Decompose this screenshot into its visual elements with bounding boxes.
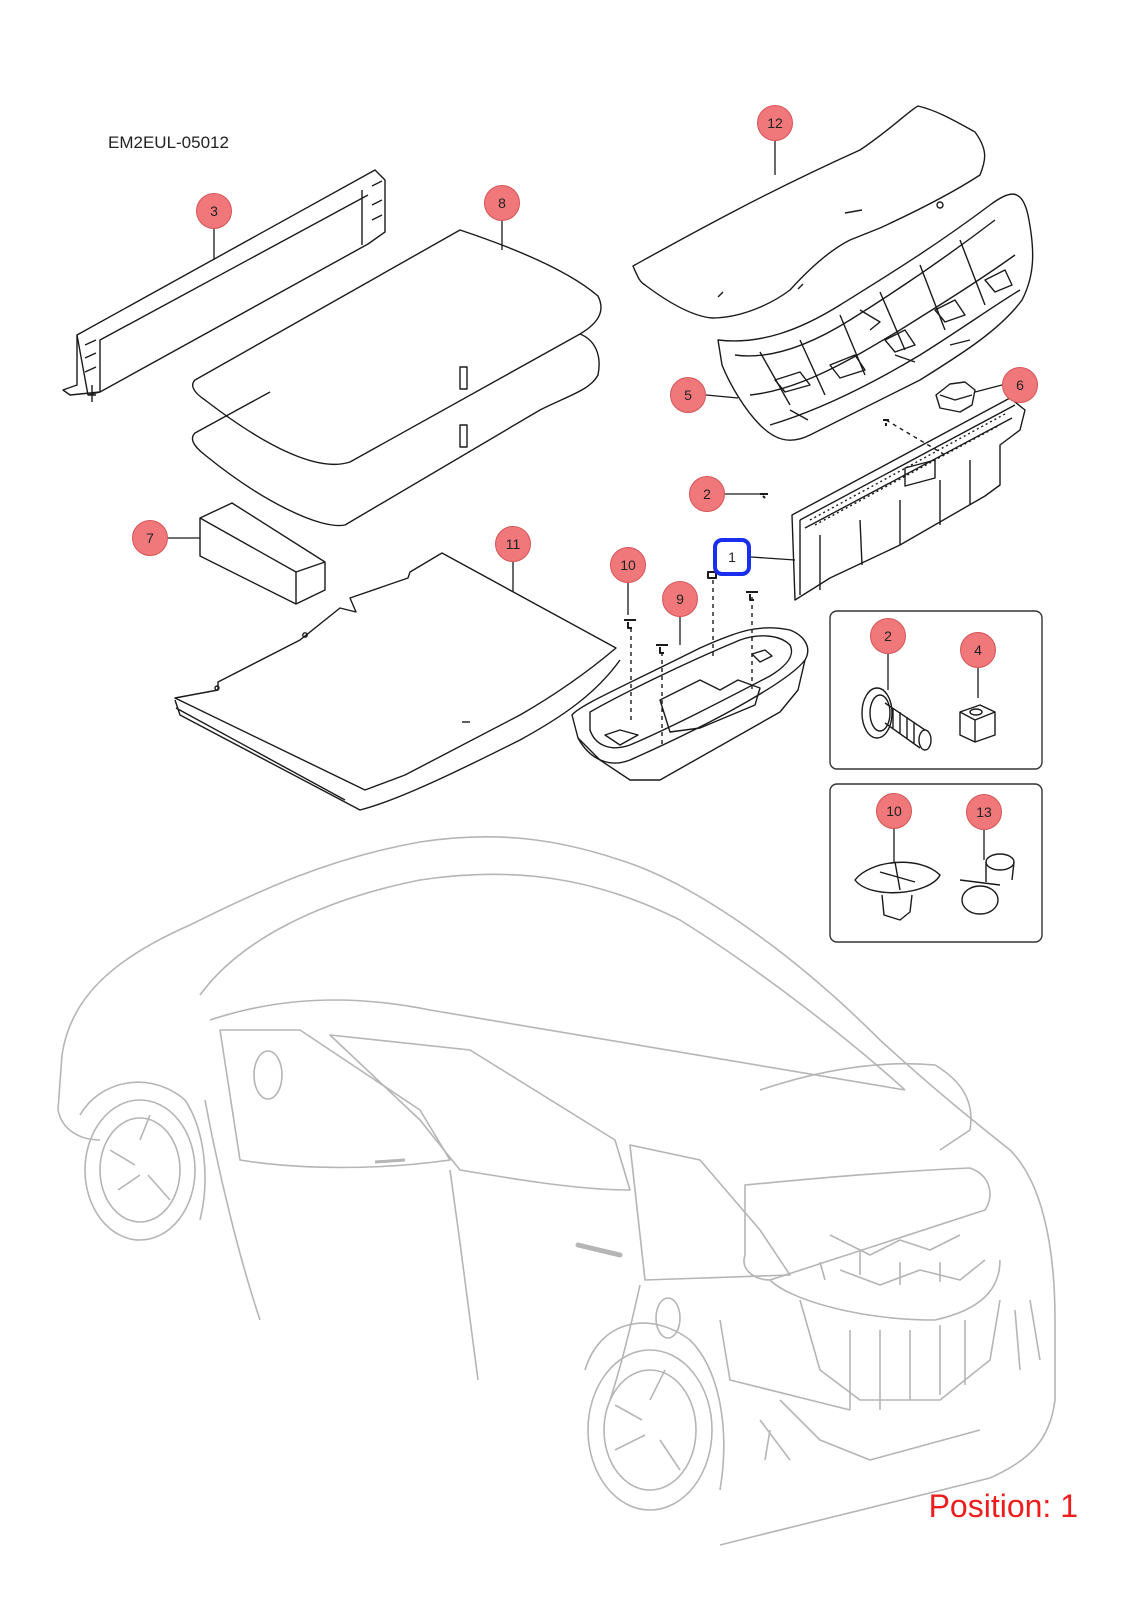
parts-linework (62, 105, 1043, 943)
part-9-tray (571, 627, 809, 781)
part-12-parcel-shelf (632, 105, 986, 319)
callout-2-detail[interactable]: 2 (870, 618, 906, 654)
callout-8[interactable]: 8 (484, 185, 520, 221)
callout-1-selected[interactable]: 1 (713, 538, 751, 576)
part-3-side-panel (62, 169, 386, 402)
callout-12[interactable]: 12 (757, 105, 793, 141)
clip-10-detail (854, 861, 941, 921)
callout-7[interactable]: 7 (132, 520, 168, 556)
part-11-floor-carpet (174, 552, 621, 811)
detail-box-bottom (829, 783, 1043, 943)
detail-box-top (829, 610, 1043, 770)
callout-11[interactable]: 11 (495, 526, 531, 562)
part-5-trim-panel (717, 193, 1034, 441)
part-7-foam-block (199, 502, 326, 605)
part-8-luggage-board (191, 229, 602, 527)
leader-lines (168, 141, 1003, 862)
nut-4-detail (959, 704, 996, 743)
callout-5[interactable]: 5 (670, 377, 706, 413)
reference-code: EM2EUL-05012 (108, 133, 229, 152)
callout-4[interactable]: 4 (960, 632, 996, 668)
locator-lines (630, 419, 946, 745)
callout-9[interactable]: 9 (662, 581, 698, 617)
callout-3[interactable]: 3 (196, 193, 232, 229)
part-1-sill-trim (791, 397, 1026, 601)
callout-10-main[interactable]: 10 (610, 547, 646, 583)
position-label: Position: 1 (928, 1488, 1078, 1524)
part-6-clip (935, 381, 976, 413)
vehicle-outline (57, 836, 1056, 1546)
callout-10-detail[interactable]: 10 (876, 793, 912, 829)
callout-2-main[interactable]: 2 (689, 476, 725, 512)
callout-13[interactable]: 13 (966, 794, 1002, 830)
pin-13-detail (959, 853, 1015, 915)
callout-6[interactable]: 6 (1002, 367, 1038, 403)
bolt-2-detail (861, 687, 932, 751)
fasteners (624, 419, 889, 654)
